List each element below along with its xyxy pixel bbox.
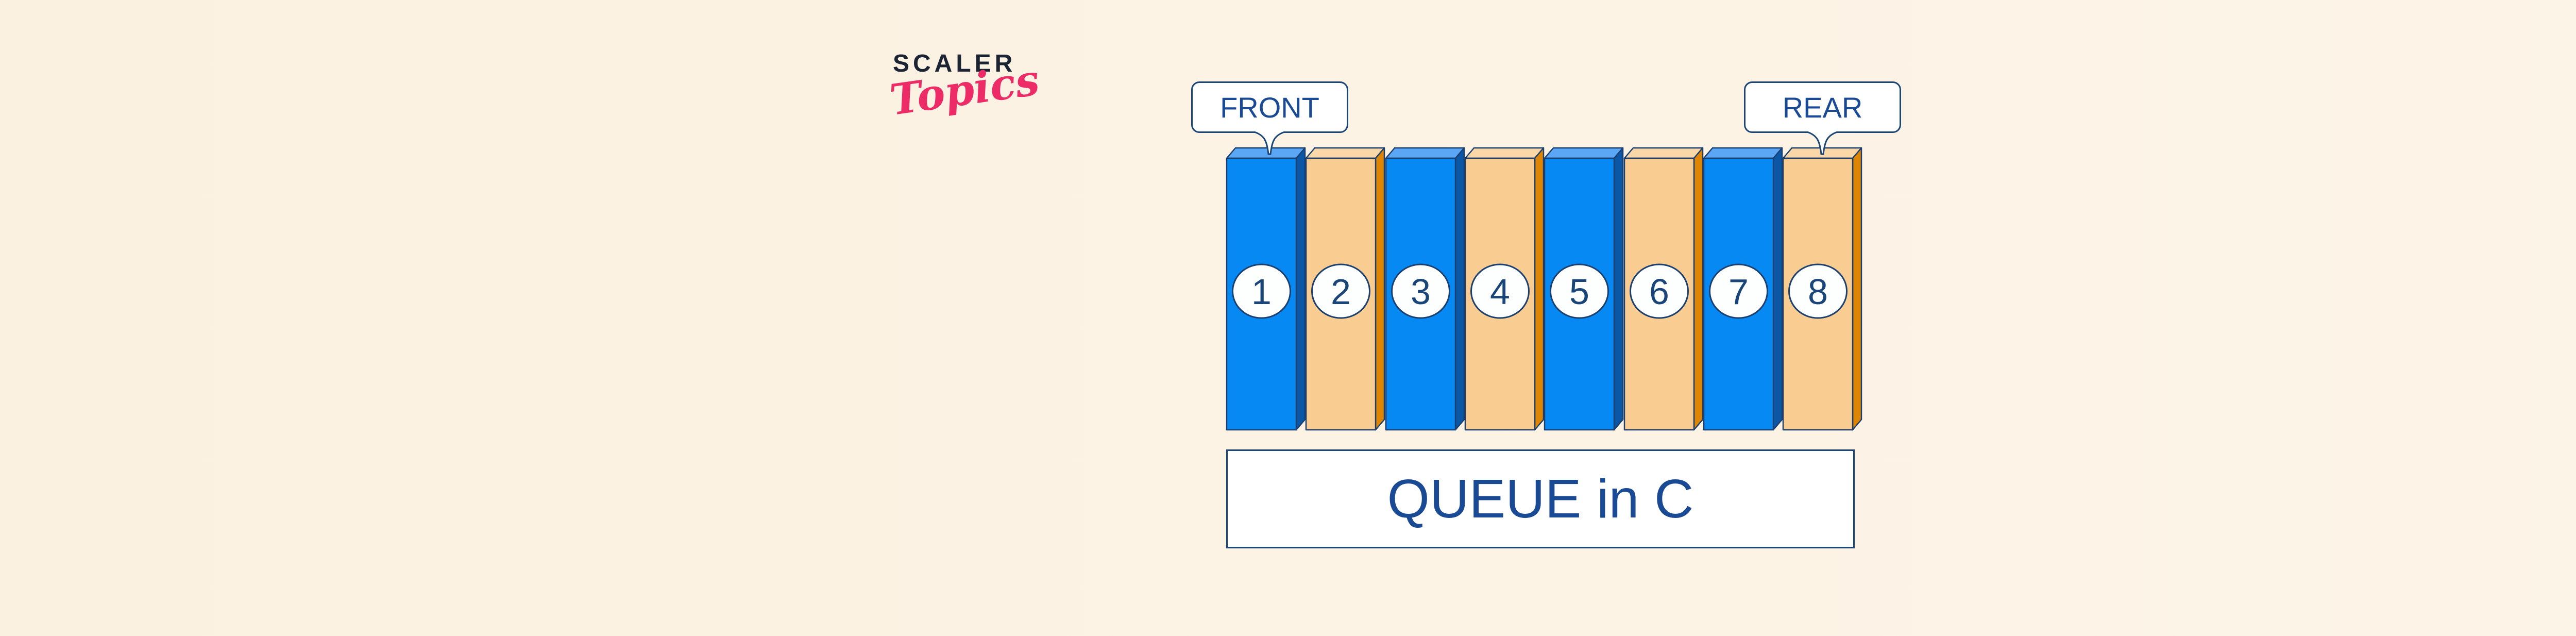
queue-cell: 5 bbox=[1544, 147, 1626, 441]
rear-label-bubble: REAR bbox=[1744, 81, 1901, 133]
cell-number: 5 bbox=[1569, 272, 1589, 312]
queue-cell: 1 bbox=[1226, 147, 1308, 441]
cell-side-face bbox=[1534, 147, 1545, 431]
cell-number-badge bbox=[1788, 263, 1848, 319]
cell-top-face bbox=[1305, 147, 1385, 159]
cell-number: 8 bbox=[1808, 272, 1828, 312]
cell-number: 7 bbox=[1728, 272, 1749, 312]
queue-cell: 4 bbox=[1464, 147, 1547, 441]
cell-number-badge bbox=[1630, 263, 1689, 319]
queue-cell: 6 bbox=[1623, 147, 1706, 441]
cell-top-face bbox=[1464, 147, 1545, 159]
scaler-topics-logo: SCALER Topics bbox=[887, 49, 1042, 153]
cell-number-badge bbox=[1709, 263, 1768, 319]
cell-top-face bbox=[1623, 147, 1704, 159]
cell-side-face bbox=[1852, 147, 1862, 431]
diagram-title-text: QUEUE in C bbox=[1387, 468, 1694, 529]
cell-number-badge bbox=[1232, 263, 1291, 319]
front-pointer-tail bbox=[1254, 131, 1285, 155]
cell-number: 4 bbox=[1490, 272, 1510, 312]
cell-top-face bbox=[1385, 147, 1465, 159]
diagram-title-box: QUEUE in C bbox=[1226, 449, 1855, 548]
cell-top-face bbox=[1703, 147, 1783, 159]
cell-side-face bbox=[1772, 147, 1783, 431]
front-label-text: FRONT bbox=[1220, 91, 1319, 124]
cell-number-badge bbox=[1470, 263, 1530, 319]
cell-side-face bbox=[1375, 147, 1385, 431]
cell-top-face bbox=[1544, 147, 1624, 159]
cell-number-badge bbox=[1550, 263, 1609, 319]
rear-pointer-tail bbox=[1807, 131, 1838, 155]
cell-side-face bbox=[1295, 147, 1306, 431]
rear-label-text: REAR bbox=[1782, 91, 1863, 124]
cell-number: 1 bbox=[1251, 272, 1272, 312]
queue-cell: 2 bbox=[1305, 147, 1387, 441]
cell-number: 6 bbox=[1649, 272, 1669, 312]
cell-side-face bbox=[1693, 147, 1704, 431]
cell-number: 3 bbox=[1411, 272, 1431, 312]
cell-side-face bbox=[1454, 147, 1465, 431]
queue-cell: 8 bbox=[1782, 147, 1865, 441]
queue-cell: 7 bbox=[1703, 147, 1785, 441]
logo-brand-text: SCALER bbox=[893, 50, 1016, 77]
queue-cell: 3 bbox=[1385, 147, 1467, 441]
cell-number-badge bbox=[1311, 263, 1370, 319]
cell-side-face bbox=[1613, 147, 1624, 431]
cell-number: 2 bbox=[1331, 272, 1351, 312]
front-label-bubble: FRONT bbox=[1191, 81, 1348, 133]
cell-number-badge bbox=[1391, 263, 1450, 319]
